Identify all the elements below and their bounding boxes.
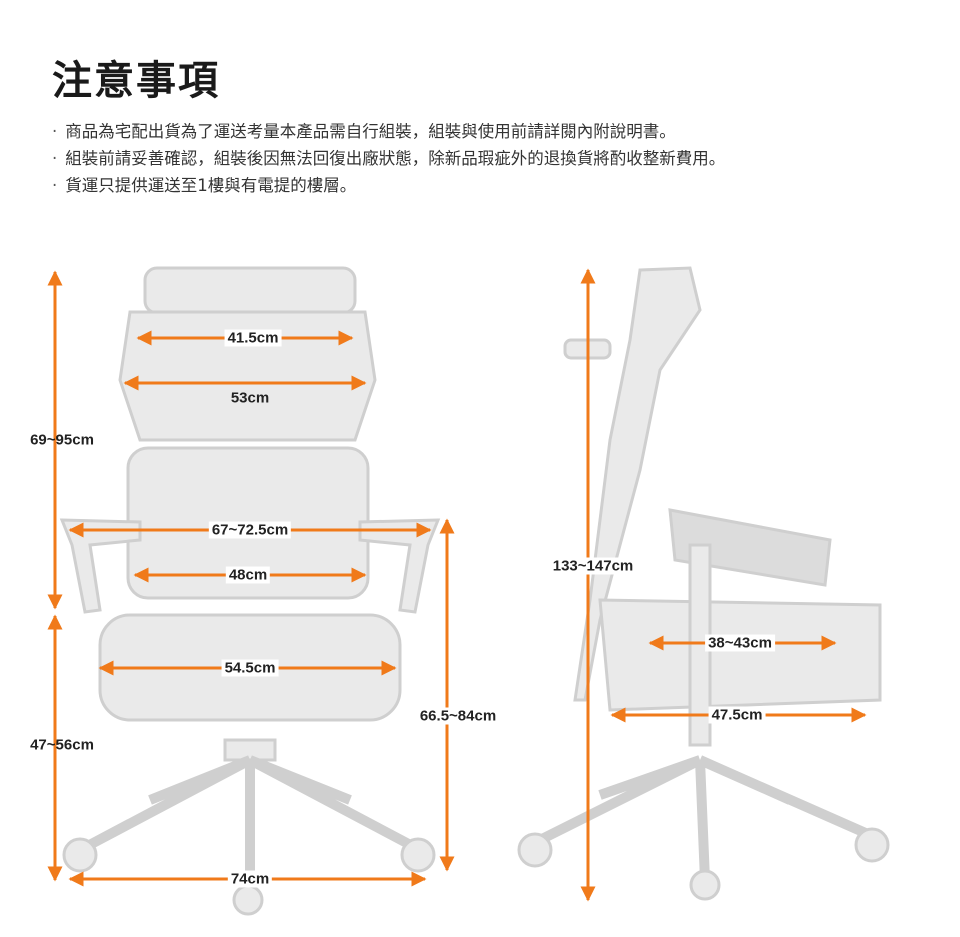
label-armrest-height: 66.5~84cm (416, 707, 500, 725)
label-seat-width: 54.5cm (221, 659, 279, 677)
label-seat-depth: 38~43cm (705, 634, 775, 652)
page-title: 注意事項 (52, 58, 220, 104)
side-chair-illustration (517, 266, 890, 901)
label-side-total-height: 133~147cm (549, 557, 637, 575)
note-item: 商品為宅配出貨為了運送考量本產品需自行組裝，組裝與使用前請詳閱內附說明書。 (52, 118, 725, 145)
label-lower-back-width: 48cm (225, 566, 271, 584)
label-headrest-width: 41.5cm (224, 329, 282, 347)
note-item: 組裝前請妥善確認，組裝後因無法回復出廠狀態，除新品瑕疵外的退換貨將酌收整新費用。 (52, 145, 725, 172)
label-seat-height: 47~56cm (30, 736, 94, 754)
label-upper-back-width: 53cm (230, 389, 270, 407)
notes-list: 商品為宅配出貨為了運送考量本產品需自行組裝，組裝與使用前請詳閱內附說明書。 組裝… (52, 118, 725, 199)
label-armrest-span: 67~72.5cm (208, 521, 292, 539)
front-chair-illustration (59, 266, 441, 916)
label-overall-depth: 47.5cm (708, 706, 766, 724)
note-item: 貨運只提供運送至1樓與有電提的樓層。 (52, 172, 725, 199)
label-total-height: 69~95cm (30, 431, 94, 449)
label-base-width: 74cm (227, 870, 273, 888)
